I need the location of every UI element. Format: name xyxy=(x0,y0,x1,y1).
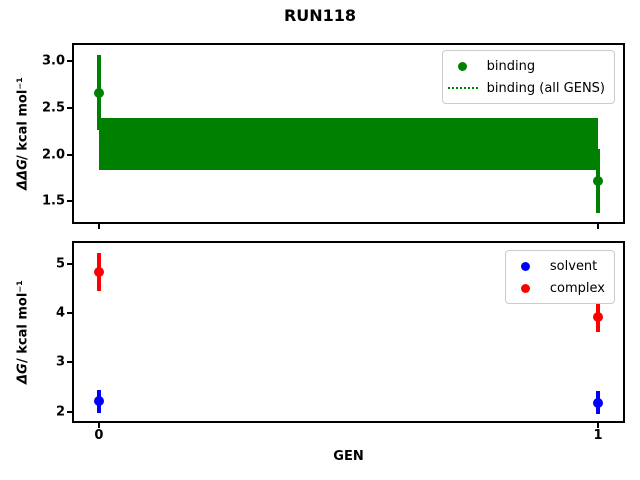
data-point xyxy=(93,267,104,277)
confidence-band xyxy=(98,118,599,170)
data-point xyxy=(93,396,104,407)
y-tick-mark xyxy=(67,410,72,413)
x-tick-label: 0 xyxy=(94,428,104,443)
y-tick-label: 4 xyxy=(55,305,65,321)
x-tick-mark xyxy=(597,224,600,229)
y-tick-label: 3 xyxy=(55,354,65,370)
legend-dot-icon xyxy=(510,261,542,271)
x-tick-label: 1 xyxy=(593,428,603,443)
legend: solvent complex xyxy=(504,250,615,304)
y-tick-mark xyxy=(67,263,72,266)
y-axis-label-math: ΔG xyxy=(15,363,31,384)
y-tick-label: 5 xyxy=(55,256,65,272)
y-tick-label: 2.5 xyxy=(41,100,65,116)
data-point xyxy=(93,87,104,98)
legend-dotted-line-icon xyxy=(447,87,479,89)
legend: binding binding (all GENS) xyxy=(441,50,615,104)
y-tick-label: 2.0 xyxy=(41,147,65,163)
data-point xyxy=(593,397,604,408)
y-axis-label: ΔΔG / kcal mol⁻¹ xyxy=(14,45,32,222)
legend-item: solvent xyxy=(510,255,605,277)
dotted-line-icon xyxy=(447,87,478,89)
legend-item-label: binding xyxy=(486,58,536,74)
y-tick-mark xyxy=(67,361,72,364)
y-tick-mark xyxy=(67,106,72,109)
y-tick-label: 3.0 xyxy=(41,53,65,69)
y-tick-label: 2 xyxy=(55,404,65,420)
y-tick-mark xyxy=(67,312,72,315)
data-point xyxy=(593,311,604,322)
legend-item-label: complex xyxy=(549,280,605,296)
legend-dot-icon xyxy=(447,61,479,71)
legend-item-label: solvent xyxy=(549,258,598,274)
y-axis-label-units: / kcal mol⁻¹ xyxy=(15,76,31,160)
y-axis-label: ΔG / kcal mol⁻¹ xyxy=(14,243,32,421)
legend-item: complex xyxy=(510,277,605,299)
y-tick-mark xyxy=(67,153,72,156)
x-tick-mark xyxy=(597,423,600,428)
legend-item: binding xyxy=(447,55,605,77)
y-axis-label-math: ΔΔG xyxy=(15,159,31,191)
x-tick-mark xyxy=(97,224,100,229)
bottom-axes: 2 3 4 5 0 1 ΔG / kcal mol⁻¹ GEN solvent complex xyxy=(16,241,625,463)
dot-marker-icon xyxy=(458,61,468,71)
x-tick-mark xyxy=(97,423,100,428)
y-tick-mark xyxy=(67,200,72,203)
figure-title: RUN118 xyxy=(283,6,357,25)
data-point xyxy=(593,175,604,186)
y-axis-label-units: / kcal mol⁻¹ xyxy=(15,280,31,364)
dot-marker-icon xyxy=(521,261,531,271)
legend-item-label: binding (all GENS) xyxy=(486,80,605,96)
y-tick-mark xyxy=(67,59,72,62)
legend-item: binding (all GENS) xyxy=(447,77,605,99)
x-axis-label: GEN xyxy=(333,449,364,464)
legend-dot-icon xyxy=(510,283,542,293)
y-tick-label: 1.5 xyxy=(41,193,65,209)
dot-marker-icon xyxy=(521,283,531,293)
